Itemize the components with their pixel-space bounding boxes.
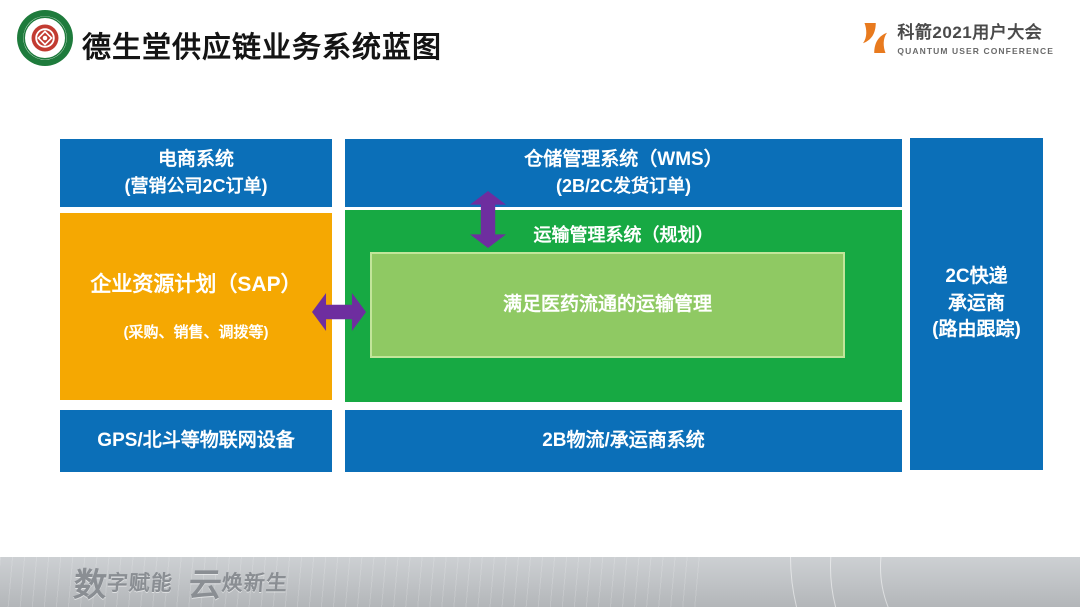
conference-branding: 科箭2021用户大会 QUANTUM USER CONFERENCE	[860, 18, 1054, 56]
slogan-part: 字赋能	[105, 572, 174, 595]
box-label: 企业资源计划（SAP）	[90, 273, 302, 297]
box-label: GPS/北斗等物联网设备	[97, 429, 295, 451]
box-ecommerce-system: 电商系统 (营销公司2C订单)	[60, 139, 332, 207]
slogan-part: 数	[72, 566, 109, 603]
box-sublabel: (2B/2C发货订单)	[555, 175, 691, 196]
box-sublabel: (采购、销售、调拨等)	[123, 323, 269, 341]
footer-slogan: 数 字赋能 云 焕新生	[72, 557, 290, 607]
box-sublabel: (营销公司2C订单)	[124, 175, 268, 196]
box-2b-logistics-carrier-system: 2B物流/承运商系统	[345, 410, 902, 472]
footer-texture-lines	[0, 557, 702, 607]
box-warehouse-management-system: 仓储管理系统（WMS） (2B/2C发货订单)	[345, 139, 902, 207]
footer-bar: 数 字赋能 云 焕新生	[0, 557, 1080, 607]
page-title: 德生堂供应链业务系统蓝图	[82, 32, 443, 64]
box-label: 运输管理系统（规划）	[533, 225, 714, 245]
box-erp-sap: 企业资源计划（SAP） (采购、销售、调拨等)	[60, 213, 332, 400]
box-label: 电商系统	[157, 149, 234, 171]
box-label: 承运商	[947, 292, 1005, 314]
box-tms-pharma-transport: 满足医药流通的运输管理	[370, 252, 845, 358]
slogan-part: 云	[187, 566, 224, 603]
box-label: 2C快递	[945, 266, 1008, 288]
conference-text: 科箭2021用户大会 QUANTUM USER CONFERENCE	[897, 18, 1054, 56]
box-label: 2B物流/承运商系统	[542, 429, 705, 451]
header: 德生堂供应链业务系统蓝图 科箭2021用户大会 QUANTUM USER CON…	[0, 0, 1080, 90]
slogan-part: 焕新生	[220, 572, 289, 595]
quantum-logo-icon	[863, 23, 888, 53]
conference-name: 科箭2021用户大会	[897, 23, 1043, 42]
box-transport-management-system: 运输管理系统（规划） 满足医药流通的运输管理	[345, 210, 902, 402]
conference-subtitle: QUANTUM USER CONFERENCE	[897, 46, 1054, 56]
company-seal-icon	[17, 10, 73, 66]
box-sublabel: (路由跟踪)	[932, 319, 1021, 341]
box-gps-iot-devices: GPS/北斗等物联网设备	[60, 410, 332, 472]
box-label: 仓储管理系统（WMS）	[524, 149, 723, 171]
footer-texture-circle	[790, 557, 1080, 607]
box-2c-express-carrier: 2C快递 承运商 (路由跟踪)	[910, 138, 1043, 470]
